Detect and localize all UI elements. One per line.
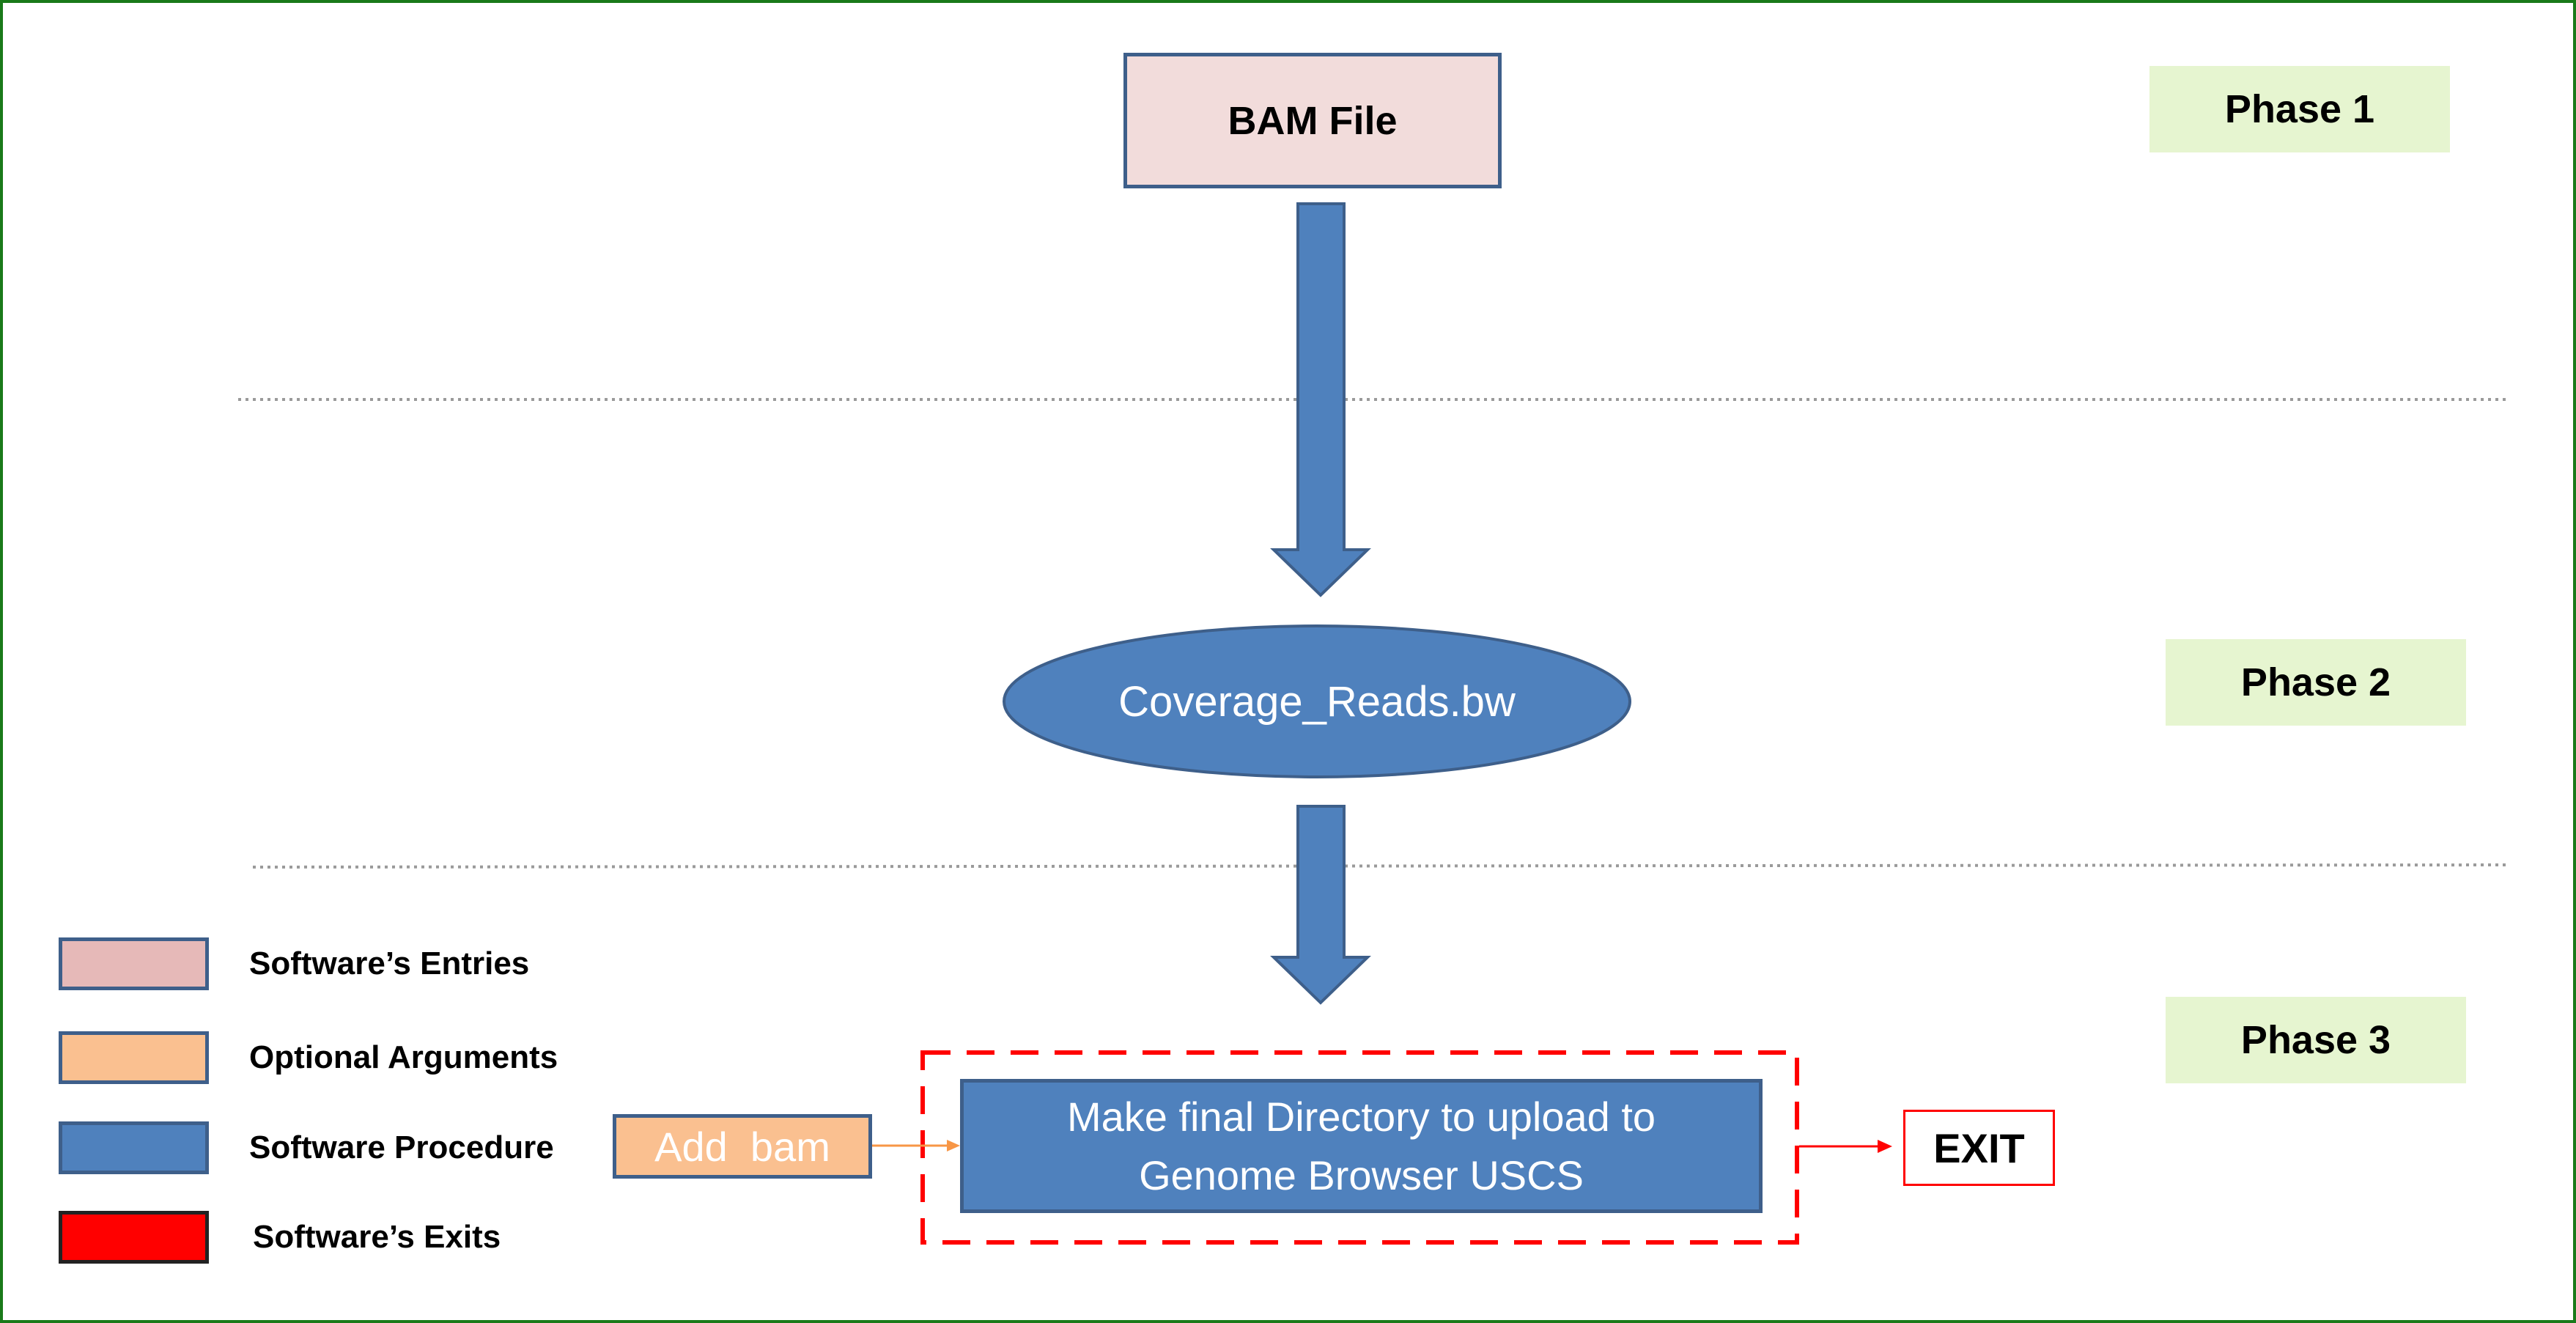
- legend-label-entries: Software’s Entries: [249, 946, 530, 981]
- phase-2-label: Phase 2: [2166, 639, 2466, 726]
- procedure-label-line2: Genome Browser USCS: [1139, 1151, 1584, 1198]
- exit-connector-arrowhead: [1878, 1140, 1892, 1153]
- bam-file-label: BAM File: [1228, 98, 1398, 143]
- coverage-node: Coverage_Reads.bw: [1004, 626, 1630, 777]
- legend-swatch-optional: [59, 1031, 209, 1084]
- legend-label-exits: Software’s Exits: [253, 1219, 501, 1255]
- legend-label-procedure: Software Procedure: [249, 1129, 554, 1165]
- phase-2-text: Phase 2: [2240, 660, 2391, 704]
- coverage-ellipse: [1003, 624, 1631, 778]
- phase-3-text: Phase 3: [2240, 1018, 2391, 1062]
- legend-label-optional: Optional Arguments: [249, 1039, 558, 1075]
- down-arrow-2: [1270, 805, 1371, 1005]
- phase-separator-2: [252, 863, 2511, 869]
- down-arrow-1: [1270, 202, 1371, 597]
- legend-swatch-procedure: [59, 1121, 209, 1174]
- phase-1-text: Phase 1: [2224, 87, 2375, 131]
- procedure-node: Make final Directory to upload to Genome…: [960, 1079, 1763, 1213]
- add-bam-node: Add bam: [613, 1114, 872, 1179]
- procedure-dashed-boundary: [920, 1050, 1799, 1245]
- phase-3-label: Phase 3: [2166, 997, 2466, 1083]
- legend-swatch-entries: [59, 937, 209, 990]
- phase-1-label: Phase 1: [2149, 66, 2450, 152]
- procedure-label-line1: Make final Directory to upload to: [1066, 1093, 1656, 1140]
- legend-swatch-exits: [59, 1211, 209, 1264]
- coverage-label: Coverage_Reads.bw: [1118, 677, 1516, 726]
- bam-file-node: BAM File: [1123, 53, 1502, 188]
- add-bam-label: Add bam: [654, 1123, 830, 1170]
- exit-node: EXIT: [1903, 1110, 2055, 1186]
- exit-label: EXIT: [1933, 1124, 2025, 1171]
- optional-connector-arrowhead: [947, 1140, 960, 1151]
